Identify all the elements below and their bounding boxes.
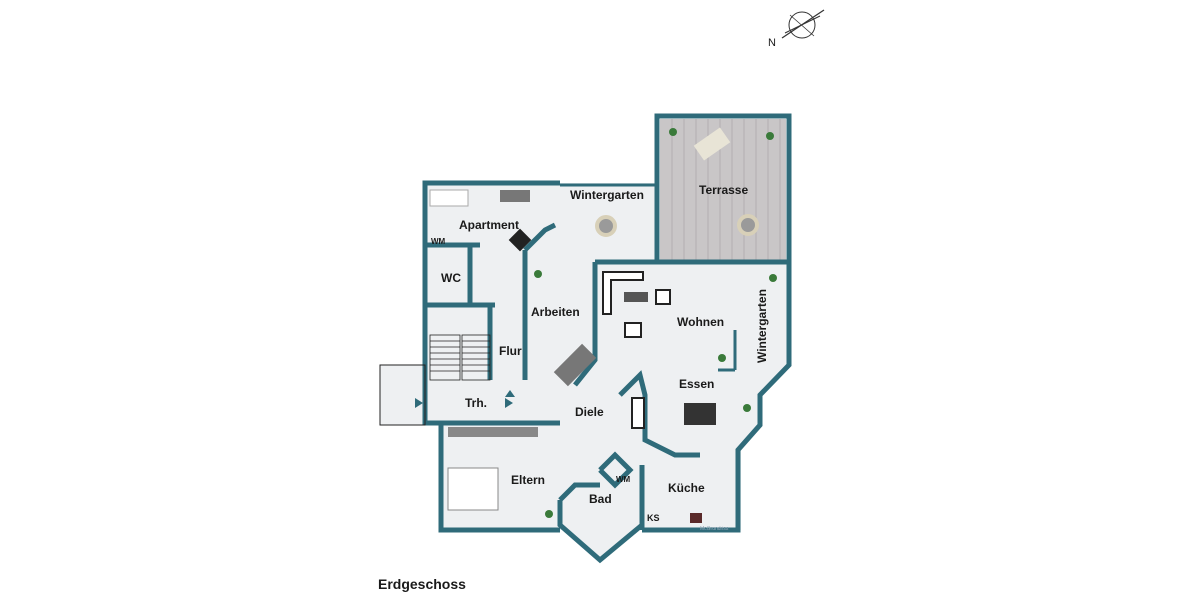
room-label-arbeiten: Arbeiten (531, 305, 580, 319)
room-label-wc: WC (441, 271, 461, 285)
fixture-label-wm-bad: WM (616, 475, 631, 484)
staircase (429, 334, 491, 381)
fixture-label-ks: KS (647, 513, 660, 523)
room-label-bad: Bad (589, 492, 612, 506)
room-label-wintergarten-top: Wintergarten (570, 188, 644, 202)
room-label-apartment: Apartment (459, 218, 519, 232)
room-label-diele: Diele (575, 405, 604, 419)
compass-north-label: N (768, 37, 776, 49)
room-label-kueche: Küche (668, 481, 705, 495)
room-label-essen: Essen (679, 377, 714, 391)
furniture (429, 127, 777, 523)
room-label-flur: Flur (499, 344, 522, 358)
walls (379, 113, 792, 564)
room-label-eltern: Eltern (511, 473, 545, 487)
room-label-trh: Trh. (465, 396, 487, 410)
compass-icon (781, 9, 825, 39)
room-label-terrasse: Terrasse (699, 183, 748, 197)
watermark: McGrundriss (700, 526, 729, 532)
room-label-wohnen: Wohnen (677, 315, 724, 329)
floor-caption: Erdgeschoss (378, 576, 466, 592)
room-label-wintergarten-right: Wintergarten (755, 289, 769, 363)
fixture-label-wm-apartment: WM (431, 237, 446, 246)
entrance-arrow-icon (415, 390, 515, 408)
